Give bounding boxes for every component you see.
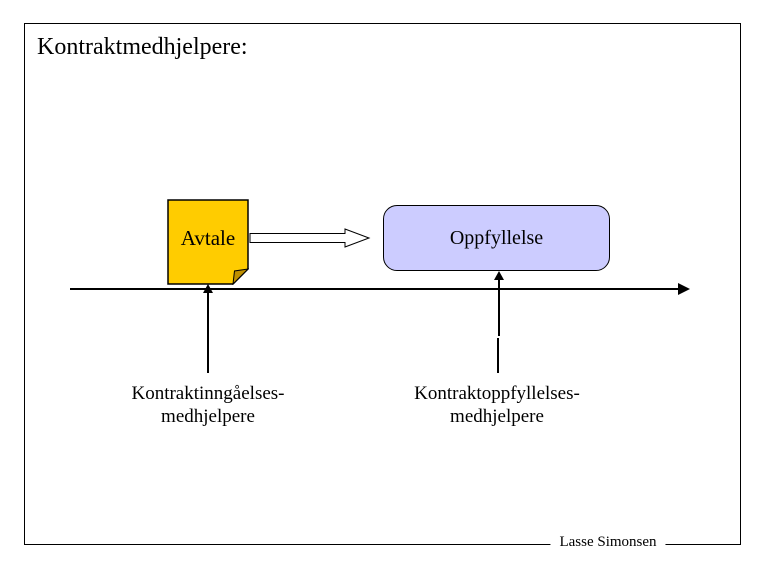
left-connector-line (207, 292, 209, 373)
slide-title: Kontraktmedhjelpere: (37, 34, 248, 60)
fulfillment-box: Oppfyllelse (383, 205, 610, 271)
left-annotation: Kontraktinngåelses- medhjelpere (108, 382, 308, 428)
note-folded-corner-icon (232, 268, 249, 285)
left-annotation-line1: Kontraktinngåelses- (131, 383, 285, 404)
slide-frame (24, 23, 741, 545)
agreement-note-label: Avtale (180, 225, 236, 250)
right-annotation: Kontraktoppfyllelses- medhjelpere (397, 382, 597, 428)
right-connector-arrowhead-icon (494, 271, 504, 280)
timeline-arrowhead-icon (678, 283, 690, 295)
right-annotation-line2: medhjelpere (450, 406, 544, 427)
flow-arrow-icon (249, 228, 371, 248)
right-connector-line-upper (498, 279, 500, 336)
left-connector-arrowhead-icon (203, 284, 213, 293)
footer-author: Lasse Simonsen (550, 534, 666, 551)
timeline-line (70, 288, 678, 290)
right-connector-line-lower (497, 338, 499, 373)
fulfillment-box-label: Oppfyllelse (449, 226, 544, 249)
left-annotation-line2: medhjelpere (161, 406, 255, 427)
flow-arrow-body (249, 228, 371, 248)
agreement-note-shape (167, 199, 249, 285)
right-annotation-line1: Kontraktoppfyllelses- (414, 383, 580, 404)
